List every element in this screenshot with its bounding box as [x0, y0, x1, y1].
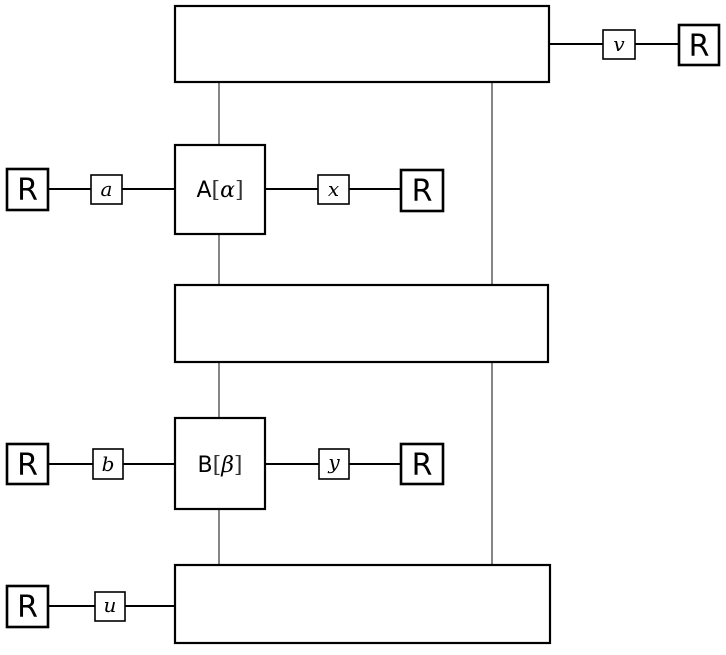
- variable-label-x: x: [328, 177, 339, 201]
- horizontal-wires: [48, 43, 679, 607]
- variable-label-a: a: [101, 177, 113, 201]
- r-label-B-right: R: [412, 448, 433, 483]
- function-box-A: A[α]: [173, 143, 267, 236]
- variable-node-x: x: [317, 174, 350, 205]
- function-box-B-frame: [173, 416, 267, 511]
- r-box-bottom-left: [5, 584, 50, 629]
- r-node-A-left: R: [5, 167, 50, 212]
- variable-nodes: v a x b y u: [90, 29, 636, 622]
- function-A-name: A: [196, 178, 211, 203]
- variable-label-b: b: [102, 452, 115, 476]
- r-box-A-left: [5, 167, 50, 212]
- variable-node-a: a: [90, 174, 123, 205]
- variable-box-b: [92, 448, 124, 480]
- middle-box: [173, 283, 550, 364]
- variable-label-u: u: [104, 593, 117, 617]
- r-label-A-left: R: [17, 173, 38, 208]
- variable-box-a: [90, 174, 123, 205]
- function-B-open: [: [213, 453, 222, 478]
- big-boxes: [173, 4, 552, 645]
- function-B-label: B[β]: [198, 453, 243, 478]
- vertical-connectors: [218, 82, 493, 565]
- variable-label-v: v: [613, 32, 625, 56]
- variable-box-v: [602, 29, 636, 60]
- variable-node-y: y: [318, 448, 350, 480]
- r-label-top-right: R: [689, 29, 710, 64]
- variable-box-x: [317, 174, 350, 205]
- function-A-label: A[α]: [196, 178, 243, 203]
- r-box-A-right: [399, 168, 445, 213]
- variable-node-v: v: [602, 29, 636, 60]
- variable-label-y: y: [327, 450, 340, 474]
- bottom-box: [173, 563, 552, 645]
- function-box-B: B[β]: [173, 416, 267, 511]
- variable-box-y: [318, 448, 350, 480]
- r-box-B-right: [399, 442, 445, 486]
- r-node-B-left: R: [5, 442, 50, 486]
- r-node-A-right: R: [399, 168, 445, 213]
- function-A-param: α: [220, 178, 235, 203]
- top-box: [173, 4, 551, 84]
- variable-box-u: [94, 591, 126, 622]
- r-box-top-right: [677, 23, 721, 67]
- r-label-A-right: R: [412, 174, 433, 209]
- function-B-param: β: [220, 453, 234, 478]
- r-label-B-left: R: [17, 448, 38, 483]
- r-node-top-right: R: [677, 23, 721, 67]
- function-B-name: B: [198, 453, 213, 478]
- function-A-open: [: [212, 178, 221, 203]
- variable-node-b: b: [92, 448, 124, 480]
- r-label-bottom-left: R: [17, 590, 38, 625]
- r-box-B-left: [5, 442, 50, 486]
- r-nodes: R R R R R R: [5, 23, 721, 629]
- function-box-A-frame: [173, 143, 267, 236]
- r-node-B-right: R: [399, 442, 445, 486]
- function-B-close: ]: [234, 453, 243, 478]
- function-A-close: ]: [235, 178, 244, 203]
- r-node-bottom-left: R: [5, 584, 50, 629]
- variable-node-u: u: [94, 591, 126, 622]
